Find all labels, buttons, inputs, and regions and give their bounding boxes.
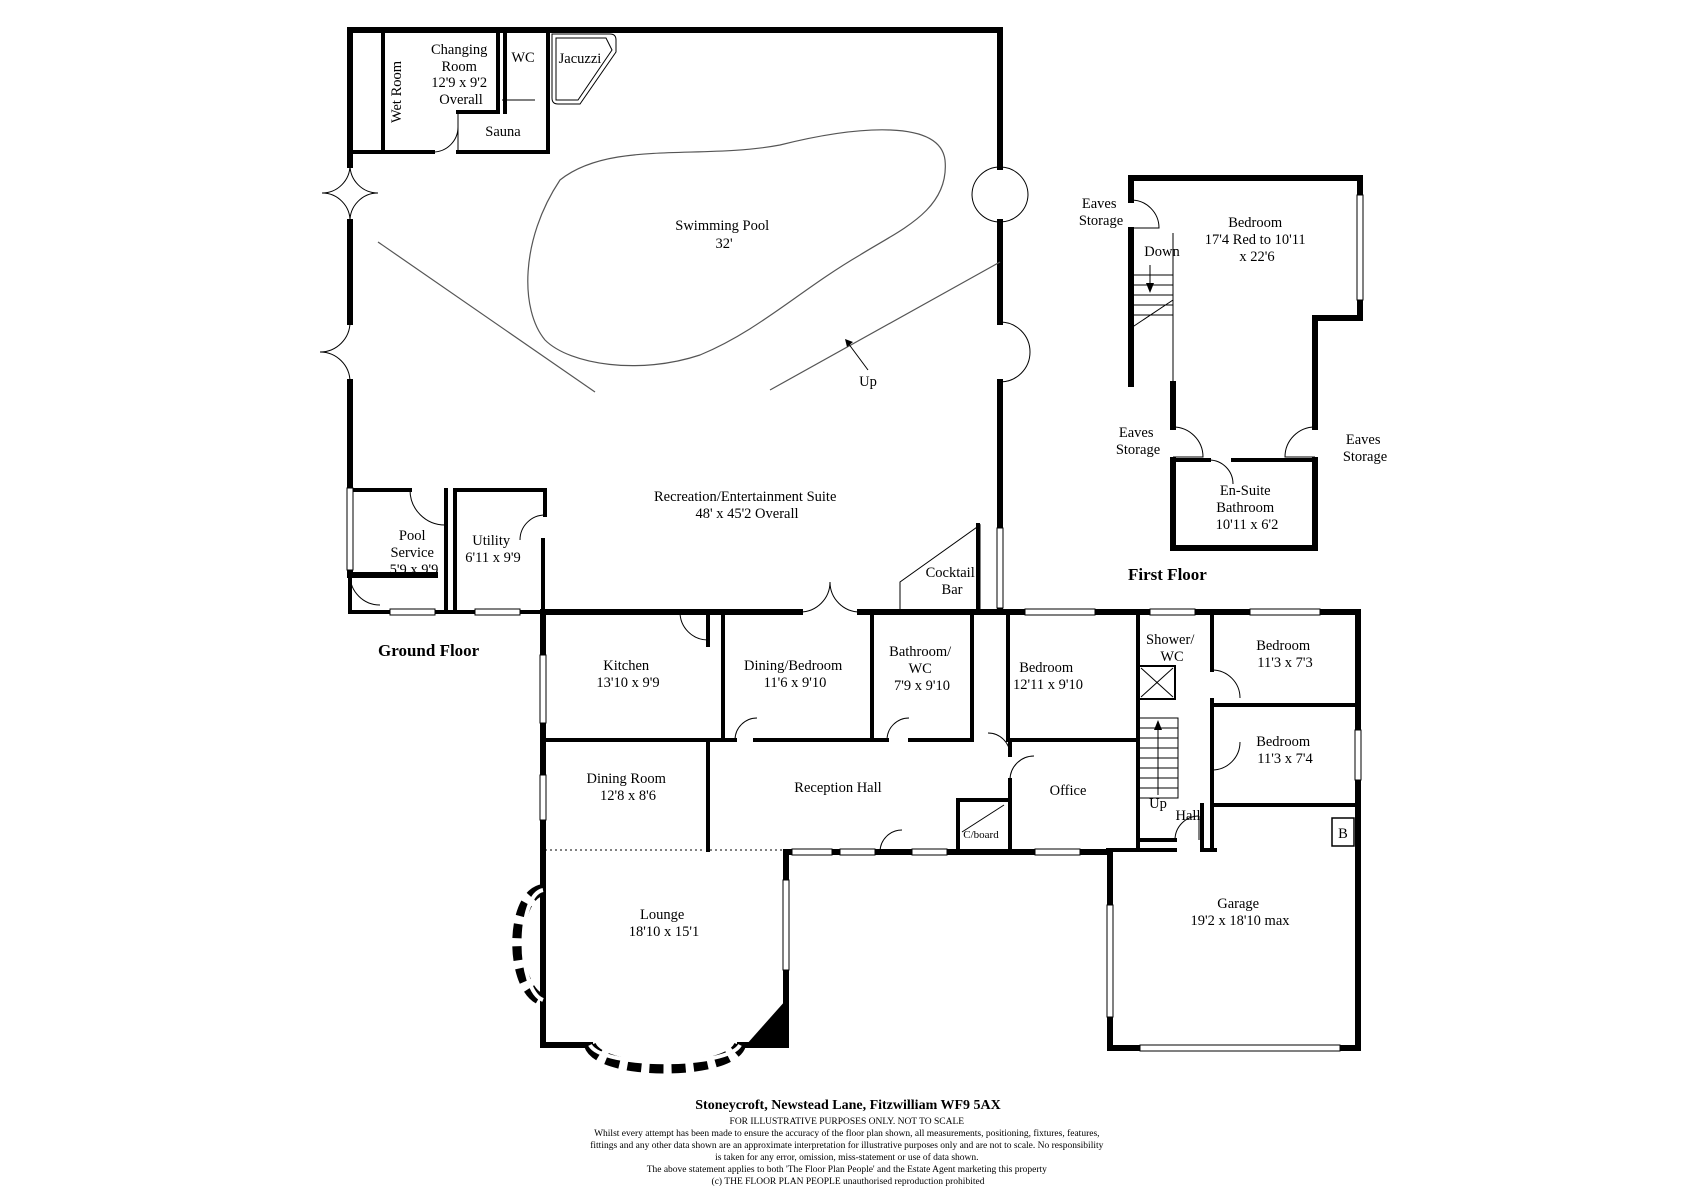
stairs-up-label: Up (1149, 796, 1167, 812)
garage-label: Garage 19'2 x 18'10 max (1190, 896, 1290, 929)
sauna-label: Sauna (485, 124, 521, 140)
pool-up-label: Up (859, 374, 877, 390)
main-house-walls (540, 609, 1361, 1051)
kitchen-label: Kitchen 13'10 x 9'9 (596, 658, 659, 691)
eaves-storage-2-label: Eaves Storage (1116, 425, 1160, 458)
cocktail-bar-label: Cocktail Bar (926, 565, 979, 598)
shower-wc-label: Shower/ WC (1146, 632, 1198, 665)
jacuzzi-tub (551, 33, 617, 105)
jacuzzi-label: Jacuzzi (559, 51, 602, 67)
pool-wc-label: WC (511, 50, 534, 66)
dining-room-label: Dining Room 12'8 x 8'6 (587, 771, 670, 804)
cupboard (957, 799, 1011, 851)
disclaimer-text: FOR ILLUSTRATIVE PURPOSES ONLY. NOT TO S… (590, 1117, 1106, 1187)
pool-doors (319, 126, 1031, 606)
bedroom-a-label: Bedroom 11'3 x 7'3 (1256, 638, 1314, 671)
bedroom-ground-label: Bedroom 12'11 x 9'10 (1013, 660, 1083, 693)
utility-label: Utility 6'11 x 9'9 (465, 533, 520, 566)
bedroom-b-label: Bedroom 11'3 x 7'4 (1256, 734, 1314, 767)
swimming-pool-label: Swimming Pool 32' (675, 218, 773, 252)
eaves-storage-3-label: Eaves Storage (1343, 432, 1387, 465)
house-doors (679, 581, 1241, 853)
lounge-bay-windows (512, 884, 786, 1074)
stairs-ground (1137, 717, 1179, 799)
first-floor-window (1356, 194, 1364, 301)
property-address: Stoneycroft, Newstead Lane, Fitzwilliam … (695, 1098, 1001, 1113)
bathroom-wc-label: Bathroom/ WC 7'9 x 9'10 (889, 644, 955, 694)
wet-room-label: Wet Room (389, 60, 405, 123)
lounge-label: Lounge 18'10 x 15'1 (629, 907, 699, 940)
pool-windows (346, 487, 1004, 616)
first-floor-doors (1130, 199, 1316, 485)
hall-label: Hall (1176, 808, 1201, 824)
cupboard-label: C/board (963, 829, 999, 841)
bedroom-first-label: Bedroom 17'4 Red to 10'11 x 22'6 (1205, 215, 1310, 265)
boiler-box (1331, 817, 1355, 847)
changing-room-label: Changing Room 12'9 x 9'2 Overall (431, 42, 491, 108)
stairs-first (1130, 265, 1174, 330)
dining-bedroom-label: Dining/Bedroom 11'6 x 9'10 (744, 658, 846, 691)
ensuite-label: En-Suite Bathroom 10'11 x 6'2 (1216, 483, 1279, 533)
eaves-storage-1-label: Eaves Storage (1079, 196, 1123, 229)
swimming-pool-shape (527, 129, 946, 367)
office-label: Office (1050, 783, 1087, 799)
ground-floor-title: Ground Floor (378, 641, 480, 660)
room-labels: Wet Room Changing Room 12'9 x 9'2 Overal… (389, 42, 1387, 940)
pool-service-label: Pool Service 5'9 x 9'9 (390, 528, 439, 578)
recreation-suite-label: Recreation/Entertainment Suite 48' x 45'… (654, 489, 840, 522)
first-floor-title: First Floor (1128, 565, 1207, 584)
footer: Stoneycroft, Newstead Lane, Fitzwilliam … (590, 1098, 1106, 1187)
pool-building-walls (347, 27, 1003, 614)
reception-hall-label: Reception Hall (794, 780, 881, 796)
house-windows (539, 608, 1362, 1052)
boiler-label: B (1338, 826, 1348, 842)
shower-tray (1138, 665, 1176, 700)
stairs-down-label: Down (1144, 244, 1180, 260)
